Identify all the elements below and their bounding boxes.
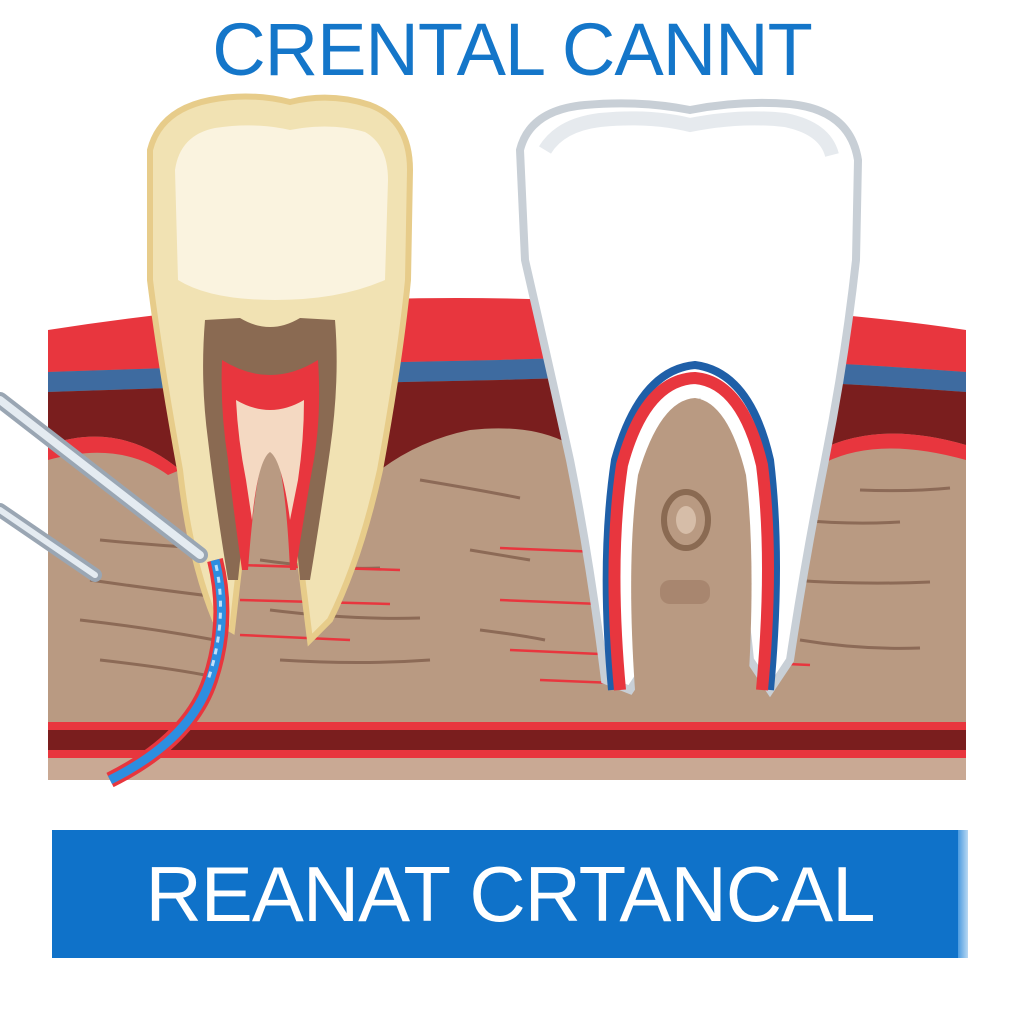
tooth-icon — [515, 98, 863, 698]
diagram-title: CRENTAL CANNT — [212, 8, 813, 91]
caption-banner: REANAT CRTANCAL — [52, 830, 968, 958]
dental-file-icon — [0, 503, 102, 582]
dental-file-icon — [0, 392, 208, 563]
tooth-cross-section-illustration — [0, 93, 966, 788]
banner-label: REANAT CRTANCAL — [145, 850, 875, 938]
banner-edge — [958, 830, 968, 958]
tooth-icon — [147, 93, 414, 647]
root-canal-line — [106, 558, 230, 788]
